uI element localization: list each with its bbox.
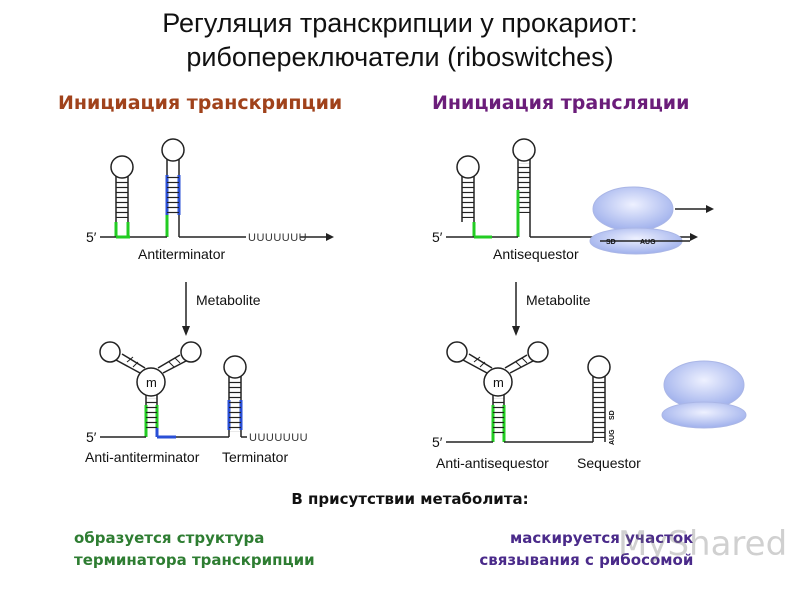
antisequestor-label: Antisequestor [493, 246, 579, 262]
hairpin-loop [161, 138, 185, 162]
translation-result-line-1: маскируется участок [510, 529, 694, 547]
poly-u-tail: UUUUUUU [248, 232, 307, 244]
transcription-result-line-1: образуется структура [74, 529, 265, 547]
aug-label-vertical: AUG [609, 429, 616, 445]
heading-transcription-initiation: Инициация транскрипции [58, 92, 343, 114]
metabolite-arrow-left [182, 282, 190, 336]
stem-pairs [116, 180, 128, 218]
heading-translation-initiation: Инициация трансляции [432, 92, 690, 114]
metabolite-label-left: Metabolite [196, 292, 261, 308]
five-prime-label: 5′ [432, 434, 443, 450]
terminator-label: Terminator [222, 449, 288, 465]
antiterminator-label: Antiterminator [138, 246, 225, 262]
transcription-result: образуется структура терминатора транскр… [74, 527, 315, 571]
five-prime-label: 5′ [432, 229, 443, 245]
metabolite-arrow-right [512, 282, 520, 336]
anti-antiterminator-label: Anti-antiterminator [85, 449, 200, 465]
five-prime-label: 5′ [86, 429, 97, 445]
slide-title: Регуляция транскрипции у прокариот: рибо… [0, 6, 800, 74]
stem-pairs [167, 175, 179, 215]
metabolite-m-right: m [493, 375, 504, 390]
anti-antiterminator-structure [99, 341, 247, 439]
sd-label-vertical: SD [609, 410, 616, 420]
antisequestor-structure [446, 138, 714, 255]
title-line-1: Регуляция транскрипции у прокариот: [162, 8, 638, 38]
metabolite-presence-heading: В присутствии метаболита: [291, 490, 529, 508]
ribosome-large-subunit [592, 186, 674, 232]
metabolite-m-left: m [146, 375, 157, 390]
anti-antisequestor-structure [446, 341, 747, 443]
sequestor-label: Sequestor [577, 455, 641, 471]
metabolite-label-right: Metabolite [526, 292, 591, 308]
aug-label: AUG [640, 239, 656, 246]
antiterminator-structure [100, 138, 334, 241]
translation-result: маскируется участок связывания с рибосом… [478, 527, 693, 571]
anti-antisequestor-label: Anti-antisequestor [436, 455, 549, 471]
transcription-result-line-2: терминатора транскрипции [74, 551, 315, 569]
free-ribosome-small-subunit [661, 401, 747, 429]
poly-u-tail: UUUUUUU [249, 432, 308, 444]
five-prime-label: 5′ [86, 229, 97, 245]
hairpin-loop [110, 155, 134, 179]
sd-label: SD [606, 239, 616, 246]
watermark-logo: MyShared [618, 524, 788, 564]
translation-result-line-2: связывания с рибосомой [479, 551, 694, 569]
title-line-2: рибопереключатели (riboswitches) [186, 42, 614, 72]
